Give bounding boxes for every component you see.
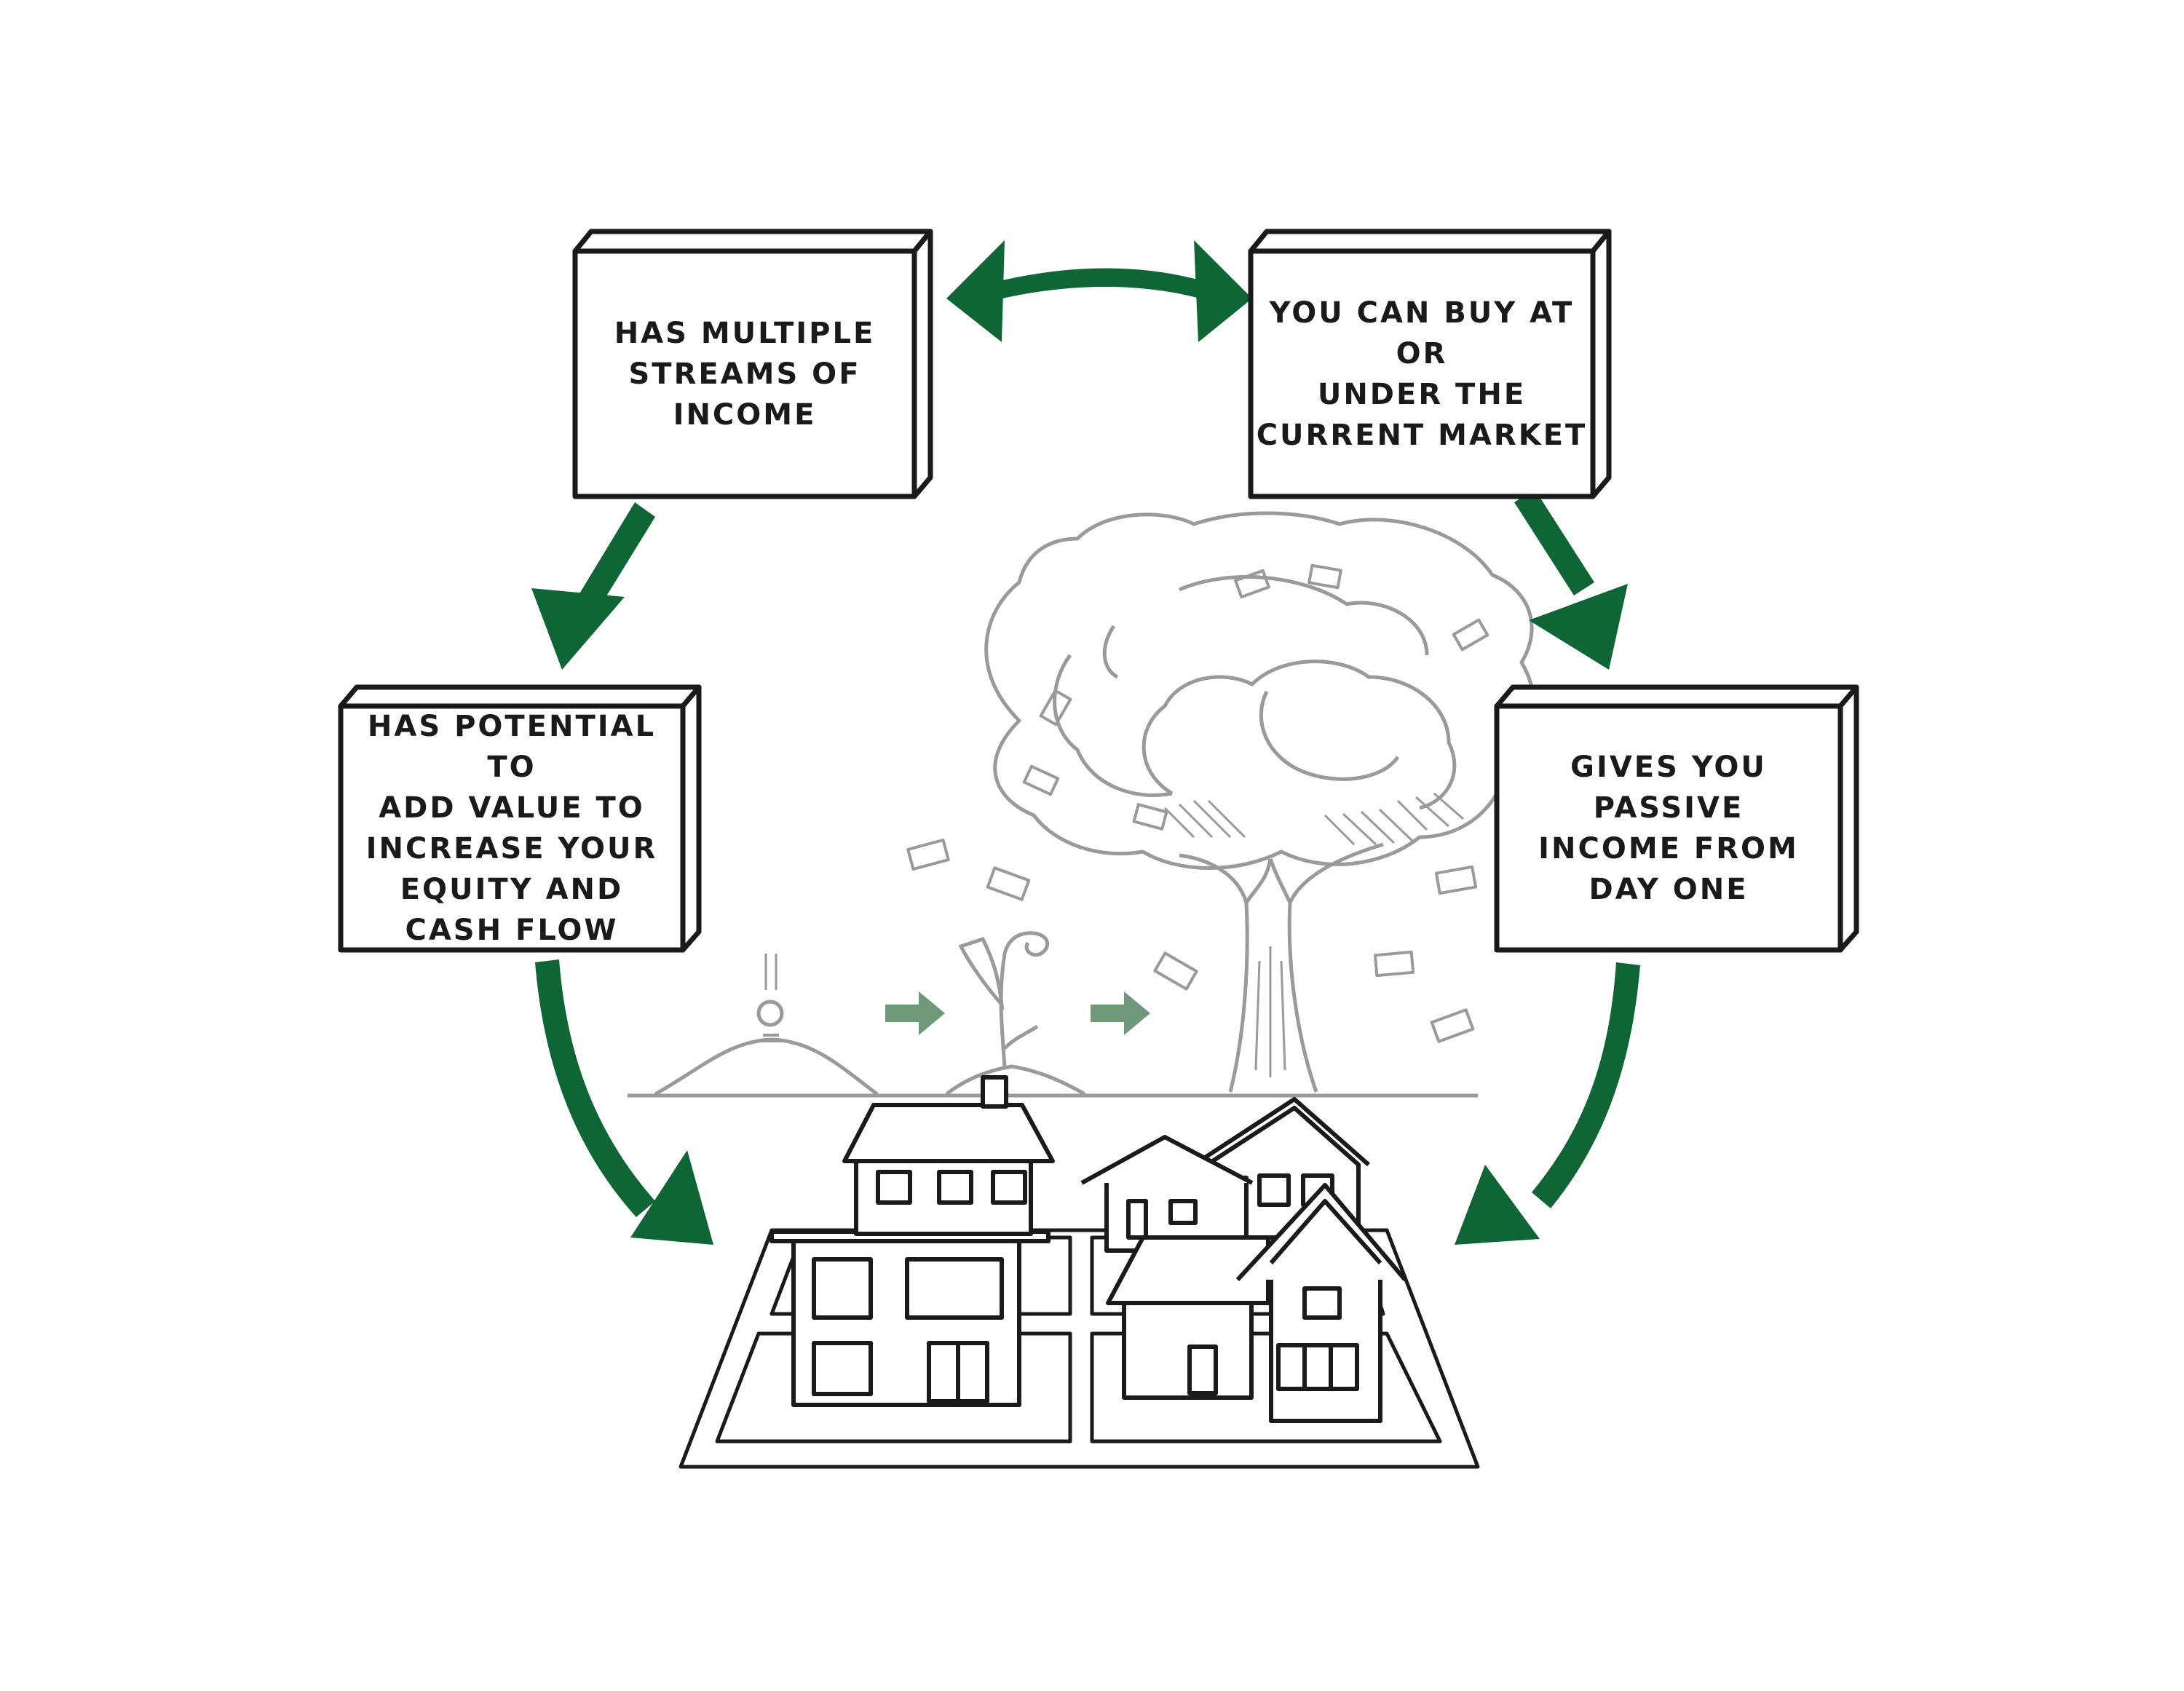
- node-multiple-streams-label: HAS MULTIPLE STREAMS OF INCOME: [614, 316, 876, 432]
- arrow-down-right-icon: [1514, 489, 1628, 670]
- double-arrow-icon: [946, 240, 1252, 342]
- houses-icon: [678, 1075, 1480, 1469]
- node-add-value-label: HAS POTENTIAL TO ADD VALUE TO INCREASE Y…: [365, 709, 658, 947]
- sprout-icon: [945, 931, 1086, 1096]
- box-add-value: [338, 684, 702, 953]
- node-passive-income-label: GIVES YOU PASSIVE INCOME FROM DAY ONE: [1538, 750, 1799, 906]
- arrow-down-left-icon: [531, 502, 655, 670]
- box-passive-income: [1494, 684, 1859, 953]
- box-multiple-streams: [572, 229, 933, 499]
- arrow-to-houses-right-icon: [1455, 962, 1640, 1245]
- arrow-to-houses-left-icon: [535, 959, 713, 1245]
- money-tree-icon: [906, 511, 1536, 1093]
- node-buy-under-market-label: YOU CAN BUY AT OR UNDER THE CURRENT MARK…: [1256, 296, 1588, 452]
- growth-arrow-icon: [885, 991, 1150, 1035]
- cycle-arrows: [531, 240, 1640, 1245]
- seed-hill-icon: [654, 954, 879, 1096]
- box-buy-under-market: [1248, 229, 1612, 499]
